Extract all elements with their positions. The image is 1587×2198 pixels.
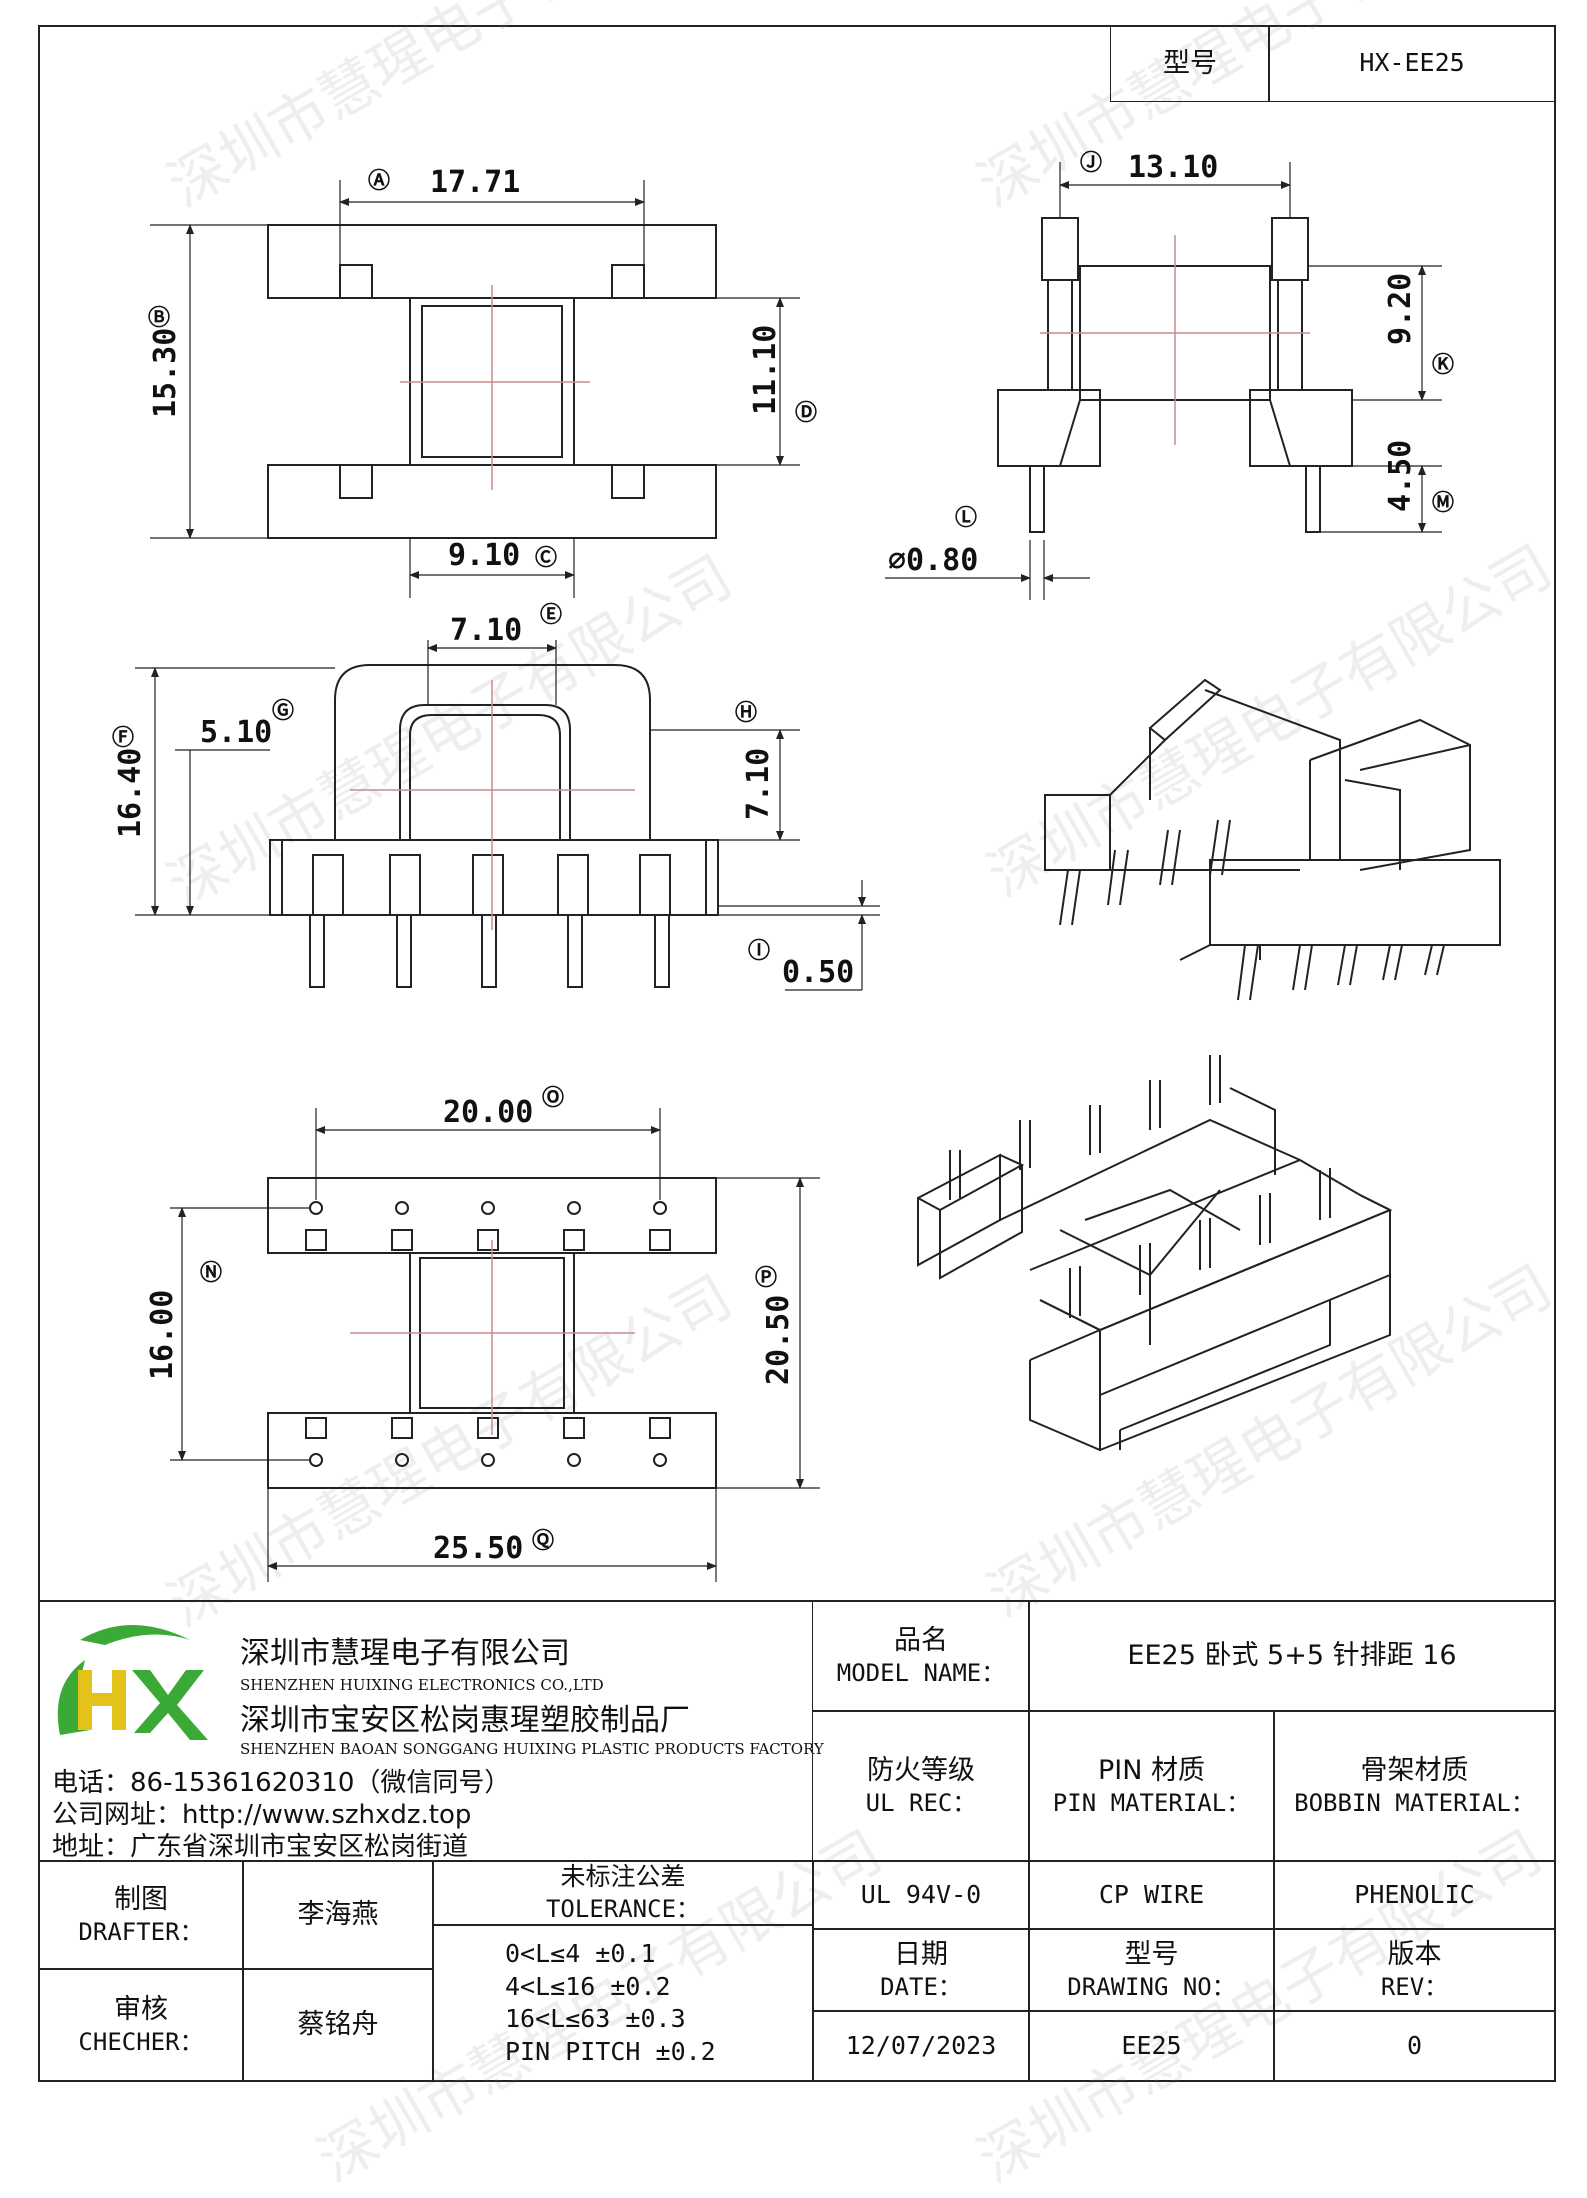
bottom-view <box>170 1108 820 1582</box>
tolerance-line: 16<L≤63 ±0.3 <box>505 2004 686 2033</box>
front-view <box>135 640 880 991</box>
dim-n-circle: Ⓝ <box>200 1260 222 1286</box>
dim-i-value: 0.50 <box>782 955 854 990</box>
dim-d-value: 11.10 <box>748 325 783 415</box>
bobbin-material-value: PHENOLIC <box>1273 1860 1556 1930</box>
date-value: 12/07/2023 <box>812 2010 1030 2082</box>
dim-n-value: 16.00 <box>145 1290 180 1380</box>
dim-q-circle: Ⓠ <box>532 1528 554 1554</box>
isometric-view-1 <box>1044 678 1501 1001</box>
tolerance-values: 0<L≤4 ±0.1 4<L≤16 ±0.2 16<L≤63 ±0.3 PIN … <box>432 1924 814 2082</box>
info-separator <box>38 1860 814 1862</box>
side-view <box>885 162 1442 600</box>
dim-l-circle: Ⓛ <box>955 505 977 531</box>
dim-b-circle: Ⓑ <box>148 305 170 331</box>
product-name-value: EE25 卧式 5+5 针排距 16 <box>1028 1600 1556 1712</box>
company-name-en-1: SHENZHEN HUIXING ELECTRONICS CO.,LTD <box>240 1676 604 1694</box>
revision-value: 0 <box>1273 2010 1556 2082</box>
dim-e-value: 7.10 <box>450 613 522 648</box>
dim-p-value: 20.50 <box>761 1295 796 1385</box>
company-name-cn-2: 深圳市宝安区松岗惠瑆塑胶制品厂 <box>240 1703 690 1738</box>
contact-address: 地址：广东省深圳市宝安区松岗街道 <box>52 1832 469 1862</box>
pin-material-value: CP WIRE <box>1028 1860 1275 1930</box>
dim-b-value: 15.30 <box>148 328 183 418</box>
contact-website: 公司网址：http://www.szhxdz.top <box>52 1800 472 1830</box>
tolerance-line: 0<L≤4 ±0.1 <box>505 1939 656 1968</box>
model-label: 型号 <box>1110 25 1270 102</box>
tolerance-line: 4<L≤16 ±0.2 <box>505 1971 671 2001</box>
checker-value: 蔡铭舟 <box>242 1968 434 2082</box>
company-name-cn-1: 深圳市慧瑆电子有限公司 <box>240 1636 570 1671</box>
top-view <box>150 180 800 598</box>
dim-c-value: 9.10 <box>448 538 520 573</box>
dim-h-value: 7.10 <box>741 748 776 820</box>
dim-m-circle: Ⓜ <box>1432 490 1454 516</box>
dim-a-value: 17.71 <box>430 165 520 200</box>
dim-a-circle: Ⓐ <box>368 168 390 194</box>
dim-g-value: 5.10 <box>200 715 272 750</box>
company-name-en-2: SHENZHEN BAOAN SONGGANG HUIXING PLASTIC … <box>240 1740 824 1758</box>
dim-m-value: 4.50 <box>1383 440 1418 512</box>
dim-c-circle: Ⓒ <box>535 545 557 571</box>
dim-i-circle: Ⓘ <box>748 938 770 964</box>
dim-f-value: 16.40 <box>113 748 148 838</box>
technical-drawing: 17.71 Ⓐ 15.30 Ⓑ 11.10 Ⓓ 9.10 Ⓒ 13.10 Ⓙ 9… <box>112 150 1501 1582</box>
model-value: HX-EE25 <box>1268 25 1556 102</box>
drawing-no-value: EE25 <box>1028 2010 1275 2082</box>
dim-d-circle: Ⓓ <box>795 400 817 426</box>
dim-j-circle: Ⓙ <box>1080 150 1102 176</box>
dim-l-value: ⌀0.80 <box>888 543 978 578</box>
dim-o-value: 20.00 <box>443 1095 533 1130</box>
dim-k-circle: Ⓚ <box>1432 352 1454 378</box>
dim-q-value: 25.50 <box>433 1531 523 1566</box>
dim-g-circle: Ⓖ <box>272 698 294 724</box>
drafter-value: 李海燕 <box>242 1860 434 1970</box>
flame-rating-value: UL 94V-0 <box>812 1860 1030 1930</box>
dim-k-value: 9.20 <box>1383 273 1418 345</box>
dim-j-value: 13.10 <box>1128 150 1218 185</box>
dim-e-circle: Ⓔ <box>540 602 562 628</box>
isometric-view-2 <box>917 1055 1393 1452</box>
hx-logo <box>57 1625 208 1740</box>
dim-p-circle: Ⓟ <box>755 1265 777 1291</box>
dim-h-circle: Ⓗ <box>735 700 757 726</box>
contact-phone: 电话：86-15361620310（微信同号） <box>52 1768 511 1798</box>
title-block-top-rule <box>38 1600 1556 1602</box>
dim-o-circle: Ⓞ <box>542 1085 564 1111</box>
tolerance-line: PIN PITCH ±0.2 <box>505 2036 716 2066</box>
dim-f-circle: Ⓕ <box>112 725 134 751</box>
